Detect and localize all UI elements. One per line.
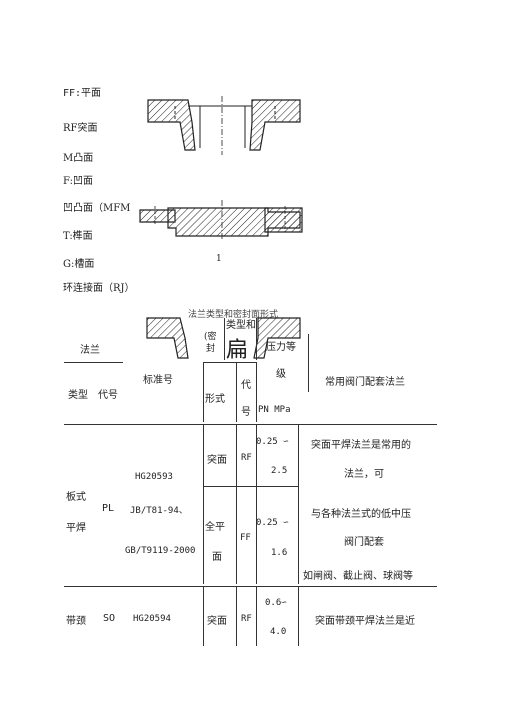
header-sealing-mid: (密: [204, 332, 217, 342]
row1-sub1-pn-2: 2.5: [271, 466, 288, 476]
row2-type: 带颈: [66, 616, 86, 627]
table-rule: [64, 424, 437, 425]
header-pressure-tail: 压力等: [266, 342, 296, 353]
row1-valve-4: 阀门配套: [344, 537, 384, 548]
legend-t: T:榫面: [63, 231, 93, 242]
row1-sub1-pn-1: 0.25 ∽: [256, 437, 289, 447]
row1-valve-1: 突面平焊法兰是常用的: [311, 440, 411, 451]
legend-ff: FF:平面: [63, 88, 102, 99]
figure-number: 1: [216, 254, 222, 264]
header-standard: 标准号: [143, 375, 173, 386]
header-valve: 常用阀门配套法兰: [325, 377, 405, 388]
header-flange: 法兰: [80, 345, 100, 356]
row1-type-2: 平焊: [66, 523, 86, 534]
header-pn: PN MPa: [258, 405, 291, 415]
header-sealing-bot: 封: [206, 344, 216, 354]
row2-pn-1: 0.6∽: [265, 598, 287, 608]
header-sealing-top: 类型和: [226, 320, 256, 331]
legend-m: M凸面: [63, 153, 94, 164]
row2-std: HG20594: [133, 614, 171, 624]
legend-rj: 环连接面（RJ）: [63, 283, 135, 294]
row1-valve-2: 法兰，可: [344, 469, 384, 480]
row1-rule: [64, 586, 437, 587]
legend-mfm: 凹凸面（MFM: [63, 203, 131, 214]
header-underline: [64, 362, 123, 363]
row1-sub2-form-2: 面: [212, 552, 222, 563]
header-type: 类型: [68, 390, 88, 401]
row1-std-2: JB/T81-94、: [130, 506, 188, 516]
row1-sub1-form: 突面: [207, 455, 227, 466]
row2-code2: RF: [241, 614, 252, 624]
row2-pn-2: 4.0: [270, 627, 287, 637]
header-daihao-2: 号: [241, 407, 251, 418]
row1-valve-3: 与各种法兰式的低中压: [311, 509, 411, 520]
row2-form: 突面: [207, 616, 227, 627]
row1-valve-5: 如闸阀、截止阀、球阀等: [303, 571, 413, 582]
header-form: 形式: [205, 394, 225, 405]
header-grade: 级: [276, 369, 286, 380]
row1-code: PL: [102, 503, 115, 514]
header-code: 代号: [98, 390, 118, 401]
row1-sub1-code: RF: [241, 453, 252, 463]
legend-g: G:槽面: [63, 259, 95, 270]
row1-type-1: 板式: [66, 492, 86, 503]
row1-sub2-form-1: 全平: [205, 522, 225, 533]
row2-valve: 突面带颈平焊法兰是近: [315, 616, 415, 627]
header-daihao-1: 代: [241, 380, 251, 391]
row2-code: SO: [103, 613, 116, 624]
row1-sub2-code: FF: [240, 533, 251, 543]
legend-rf: RF突面: [63, 123, 98, 134]
row1-std-3: GB/T9119-2000: [125, 546, 196, 556]
row1-sub2-pn-1: 0.25 ∽: [256, 518, 289, 528]
caption-overlap: 法兰类型和密封面形式: [188, 310, 279, 320]
row1-std-1: HG20593: [135, 472, 173, 482]
row1-sub2-pn-2: 1.6: [271, 548, 288, 558]
legend-f: F:凹面: [63, 176, 93, 187]
header-big-char: 扁: [226, 338, 249, 363]
